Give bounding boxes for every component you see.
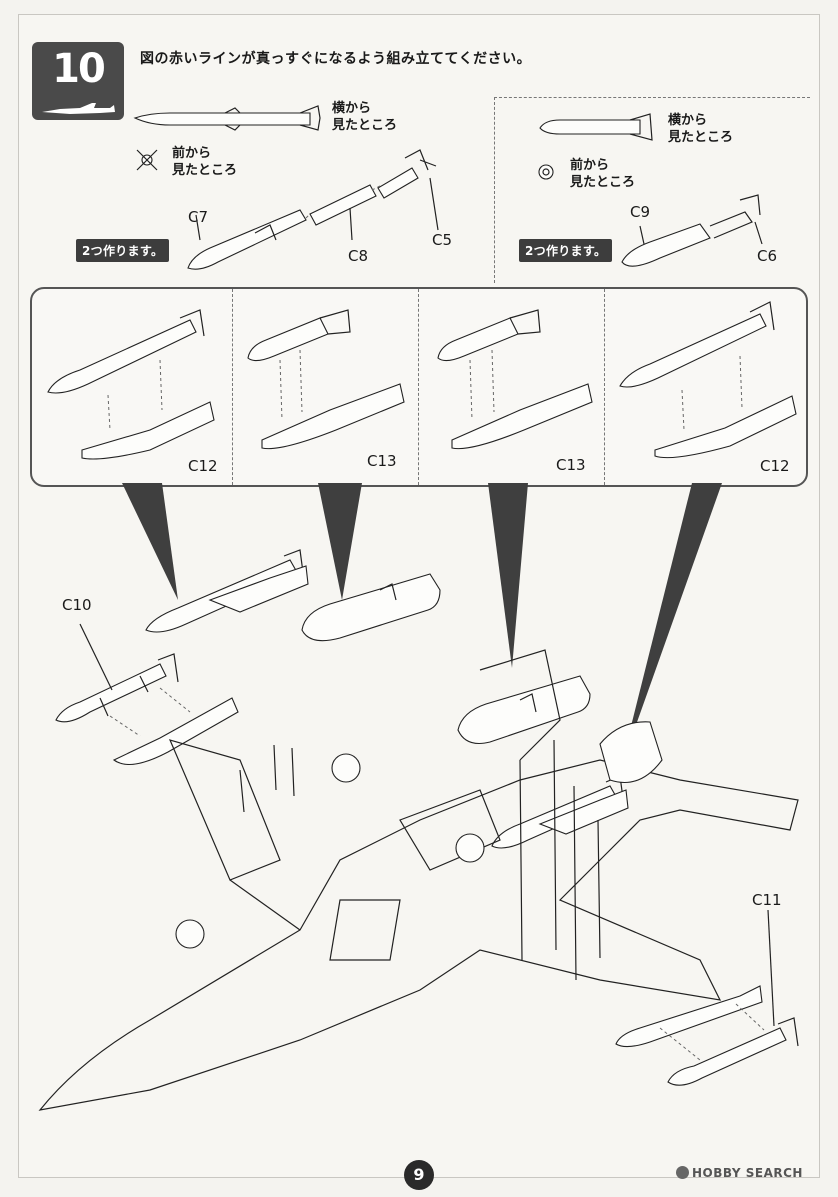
instruction-text: 図の赤いラインが真っすぐになるよう組み立ててください。 bbox=[140, 51, 532, 67]
part-label-c7: C7 bbox=[188, 208, 209, 226]
part-label-c8: C8 bbox=[348, 247, 369, 265]
panel-separator bbox=[232, 289, 233, 485]
make-two-tag-right: 2つ作ります。 bbox=[519, 239, 613, 262]
part-label-c9: C9 bbox=[630, 203, 651, 221]
side-view-label-right: 横から 見たところ bbox=[668, 113, 734, 145]
subassembly-label-c13-left: C13 bbox=[367, 452, 397, 470]
side-view-label: 横から 見たところ bbox=[332, 101, 398, 133]
step-number: 10 bbox=[52, 46, 106, 92]
page-frame bbox=[18, 14, 820, 1178]
panel-separator bbox=[604, 289, 605, 485]
part-label-c6: C6 bbox=[757, 247, 778, 265]
step-badge: 10 bbox=[32, 42, 124, 120]
make-two-tag-left: 2つ作ります。 bbox=[76, 239, 170, 262]
subassembly-label-c13-right: C13 bbox=[556, 456, 586, 474]
page-number: 9 bbox=[404, 1160, 434, 1190]
subassembly-label-c12-right: C12 bbox=[760, 457, 790, 475]
jet-silhouette-icon bbox=[42, 103, 115, 114]
front-view-label: 前から 見たところ bbox=[172, 146, 238, 178]
watermark-text: HOBBY SEARCH bbox=[692, 1166, 803, 1180]
subassembly-panel: C12 C13 C13 C12 bbox=[30, 287, 808, 487]
part-label-c10: C10 bbox=[62, 596, 92, 614]
watermark-logo-icon bbox=[676, 1166, 689, 1179]
front-view-label-right: 前から 見たところ bbox=[570, 158, 636, 190]
part-label-c11: C11 bbox=[752, 891, 782, 909]
divider-horizontal bbox=[494, 97, 810, 98]
subassembly-label-c12-left: C12 bbox=[188, 457, 218, 475]
watermark: HOBBY SEARCH bbox=[676, 1166, 803, 1180]
part-label-c5: C5 bbox=[432, 231, 453, 249]
divider-vertical bbox=[494, 97, 495, 283]
panel-separator bbox=[418, 289, 419, 485]
